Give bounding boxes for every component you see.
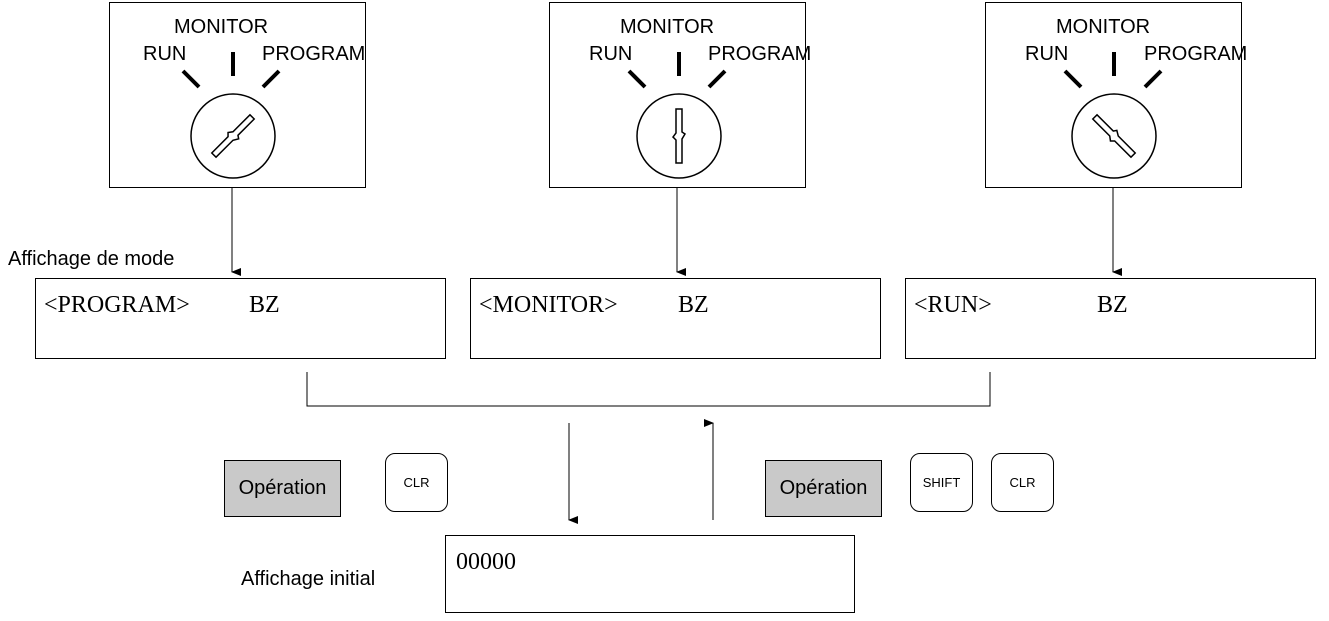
mode-display-suffix: BZ: [249, 292, 280, 318]
key-label: SHIFT: [922, 475, 961, 490]
switch-2-graphics: [627, 52, 727, 179]
switch-label-program: PROGRAM: [262, 43, 366, 65]
switch-label-monitor: MONITOR: [1056, 16, 1151, 38]
operation-label: Opération: [779, 477, 868, 499]
switch-1-graphics: [181, 52, 281, 179]
tick-program: [1143, 69, 1163, 89]
switch-label-program: PROGRAM: [708, 43, 812, 65]
tick-run: [1063, 69, 1083, 89]
clr-key-right[interactable]: CLR: [991, 453, 1054, 512]
initial-display-label: Affichage initial: [241, 568, 376, 590]
operation-box-right: Opération: [765, 460, 882, 517]
mode-display-program: <PROGRAM> BZ: [35, 278, 446, 359]
tick-run: [181, 69, 201, 89]
switch-label-run: RUN: [589, 43, 633, 65]
key-icon: [210, 113, 256, 159]
mode-display-suffix: BZ: [1097, 292, 1128, 318]
initial-display: 00000: [445, 535, 855, 613]
clr-key-left[interactable]: CLR: [385, 453, 448, 512]
mode-display-label: Affichage de mode: [8, 248, 175, 270]
mode-display-mode: <PROGRAM>: [44, 292, 190, 318]
switch-label-run: RUN: [1025, 43, 1069, 65]
key-label: CLR: [1009, 475, 1036, 490]
key-icon: [1091, 113, 1137, 159]
mode-display-monitor: <MONITOR> BZ: [470, 278, 881, 359]
switch-label-program: PROGRAM: [1144, 43, 1248, 65]
switch-label-monitor: MONITOR: [174, 16, 269, 38]
key-icon: [672, 108, 687, 164]
switch-label-monitor: MONITOR: [620, 16, 715, 38]
mode-display-suffix: BZ: [678, 292, 709, 318]
tick-program: [261, 69, 281, 89]
switch-3-graphics: [1063, 52, 1163, 179]
operation-box-left: Opération: [224, 460, 341, 517]
mode-display-mode: <MONITOR>: [479, 292, 618, 318]
operation-label: Opération: [238, 477, 327, 499]
tick-program: [707, 69, 727, 89]
mode-display-mode: <RUN>: [914, 292, 992, 318]
key-label: CLR: [403, 475, 430, 490]
switch-label-run: RUN: [143, 43, 187, 65]
initial-display-value: 00000: [456, 549, 516, 575]
connector-bracket: [306, 372, 991, 407]
tick-run: [627, 69, 647, 89]
mode-display-run: <RUN> BZ: [905, 278, 1316, 359]
shift-key[interactable]: SHIFT: [910, 453, 973, 512]
